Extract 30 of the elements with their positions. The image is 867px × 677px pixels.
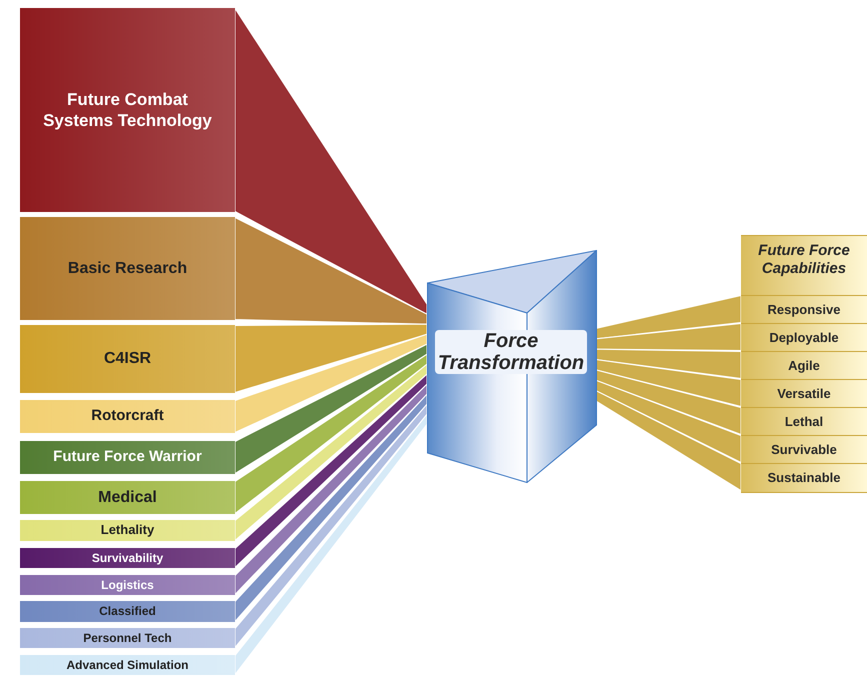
beam-connector bbox=[234, 333, 428, 434]
beam-connector bbox=[234, 353, 428, 515]
category-band: Personnel Tech bbox=[20, 628, 235, 648]
category-band: Classified bbox=[20, 601, 235, 622]
category-band: Future Force Warrior bbox=[20, 441, 235, 474]
capability-row: Deployable bbox=[741, 323, 867, 351]
category-band: Advanced Simulation bbox=[20, 655, 235, 675]
category-band: C4ISR bbox=[20, 325, 235, 393]
beam-connector bbox=[234, 382, 428, 596]
beam-connector bbox=[234, 373, 428, 569]
beam-connector bbox=[234, 343, 428, 474]
category-band: Rotorcraft bbox=[20, 400, 235, 433]
beam-connector bbox=[234, 324, 428, 394]
capability-row: Survivable bbox=[741, 435, 867, 463]
panel-heading: Future Force Capabilities bbox=[757, 242, 851, 278]
category-band: Future Combat Systems Technology bbox=[20, 8, 235, 212]
category-band: Medical bbox=[20, 481, 235, 514]
category-band: Lethality bbox=[20, 520, 235, 541]
capabilities-panel bbox=[741, 235, 867, 493]
capability-row: Versatile bbox=[741, 379, 867, 407]
category-band: Survivability bbox=[20, 548, 235, 568]
capability-row: Sustainable bbox=[741, 463, 867, 491]
category-band: Basic Research bbox=[20, 217, 235, 320]
beam-connector bbox=[234, 216, 428, 325]
beam-connector bbox=[234, 363, 428, 542]
category-band: Logistics bbox=[20, 575, 235, 595]
capability-row: Responsive bbox=[741, 295, 867, 323]
capability-row: Agile bbox=[741, 351, 867, 379]
capability-row: Lethal bbox=[741, 407, 867, 435]
prism-label: Force Transformation bbox=[435, 330, 587, 374]
